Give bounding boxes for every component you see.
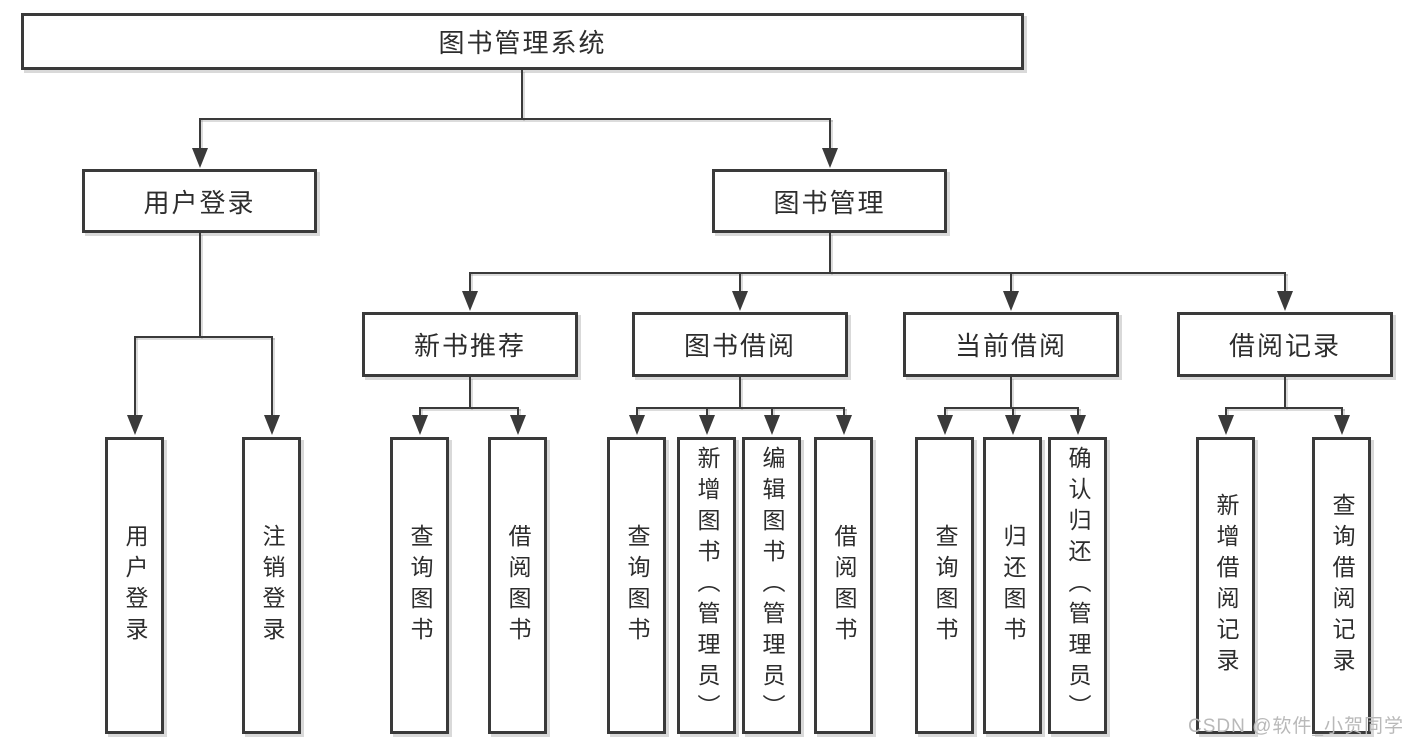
connector-root-branch (199, 118, 831, 120)
node-current-borrowing: 当前借阅 (903, 312, 1119, 377)
node-leaf-edit-books-admin: 编辑图书（管理员） (742, 437, 801, 734)
node-leaf-logout: 注销登录 (242, 437, 301, 734)
connector-root-drop (521, 70, 523, 119)
connector-book-mgmt-branch (469, 272, 1286, 274)
arrow-down-icon (1005, 415, 1021, 435)
connector-leaf-stub (944, 407, 946, 417)
arrow-down-icon (699, 415, 715, 435)
connector-borrowing-drop (739, 377, 741, 408)
arrow-down-icon (836, 415, 852, 435)
arrow-down-icon (732, 291, 748, 311)
connector-records-drop (1284, 377, 1286, 408)
node-book-management: 图书管理 (712, 169, 947, 233)
connector-user-login-drop (199, 233, 201, 337)
connector-leaf-stub (1077, 407, 1079, 417)
connector-book-mgmt-stub (829, 118, 831, 150)
arrow-down-icon (462, 291, 478, 311)
arrow-down-icon (127, 415, 143, 435)
connector-current-stub (1010, 272, 1012, 293)
connector-user-login-stub (199, 118, 201, 150)
connector-leaf-stub (636, 407, 638, 417)
csdn-watermark: CSDN @软件_小贺同学 (1188, 716, 1404, 737)
arrow-down-icon (629, 415, 645, 435)
node-leaf-query-borrow-record: 查询借阅记录 (1312, 437, 1371, 734)
node-leaf-query-books: 查询图书 (915, 437, 974, 734)
node-leaf-borrow-books: 借阅图书 (488, 437, 547, 734)
arrow-down-icon (822, 148, 838, 168)
node-library-management-system: 图书管理系统 (21, 13, 1024, 70)
connector-current-drop (1010, 377, 1012, 408)
node-user-login: 用户登录 (82, 169, 317, 233)
connector-new-books-branch (419, 407, 519, 409)
connector-leaf-stub (419, 407, 421, 417)
connector-borrowing-stub (739, 272, 741, 293)
connector-leaf-stub (271, 336, 273, 417)
arrow-down-icon (1003, 291, 1019, 311)
node-borrowing-records: 借阅记录 (1177, 312, 1393, 377)
arrow-down-icon (1334, 415, 1350, 435)
node-leaf-borrow-books: 借阅图书 (814, 437, 873, 734)
arrow-down-icon (510, 415, 526, 435)
connector-new-books-drop (469, 377, 471, 408)
connector-leaf-stub (771, 407, 773, 417)
connector-leaf-stub (706, 407, 708, 417)
arrow-down-icon (192, 148, 208, 168)
connector-records-stub (1284, 272, 1286, 293)
node-leaf-confirm-return-admin: 确认归还（管理员） (1048, 437, 1107, 734)
connector-leaf-stub (1225, 407, 1227, 417)
connector-leaf-stub (1012, 407, 1014, 417)
connector-borrowing-branch (636, 407, 845, 409)
node-book-borrowing: 图书借阅 (632, 312, 848, 377)
arrow-down-icon (764, 415, 780, 435)
connector-new-books-stub (469, 272, 471, 293)
connector-leaf-stub (134, 336, 136, 417)
arrow-down-icon (264, 415, 280, 435)
node-leaf-query-books: 查询图书 (390, 437, 449, 734)
arrow-down-icon (1218, 415, 1234, 435)
arrow-down-icon (412, 415, 428, 435)
node-leaf-add-borrow-record: 新增借阅记录 (1196, 437, 1255, 734)
node-leaf-user-login: 用户登录 (105, 437, 164, 734)
node-leaf-add-books-admin: 新增图书（管理员） (677, 437, 736, 734)
arrow-down-icon (1277, 291, 1293, 311)
connector-records-branch (1225, 407, 1343, 409)
connector-leaf-stub (517, 407, 519, 417)
connector-leaf-stub (1341, 407, 1343, 417)
arrow-down-icon (1070, 415, 1086, 435)
node-new-book-recommendation: 新书推荐 (362, 312, 578, 377)
node-leaf-query-books: 查询图书 (607, 437, 666, 734)
connector-user-login-branch (134, 336, 273, 338)
arrow-down-icon (937, 415, 953, 435)
connector-current-branch (944, 407, 1079, 409)
connector-book-mgmt-drop (829, 233, 831, 273)
node-leaf-return-books: 归还图书 (983, 437, 1042, 734)
connector-leaf-stub (843, 407, 845, 417)
